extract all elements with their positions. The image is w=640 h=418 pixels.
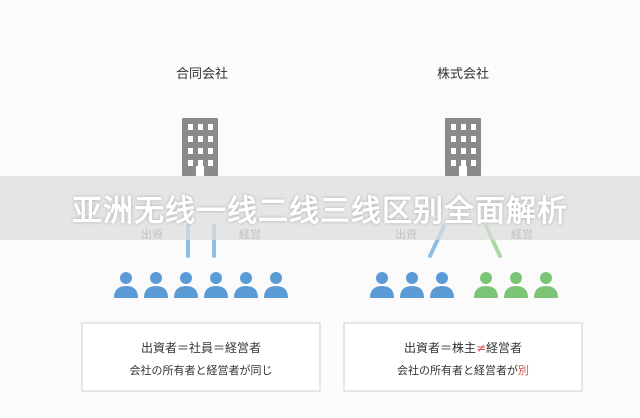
person-icon: [114, 272, 138, 298]
person-icon: [204, 272, 228, 298]
building-door: [459, 166, 467, 176]
person-body: [234, 286, 258, 298]
left-people-row: [114, 272, 288, 298]
right-box-line2: 会社の所有者と経営者が別: [397, 363, 529, 377]
building-window: [461, 160, 466, 166]
right-box-line1: 出資者＝株主≠経営者: [404, 340, 522, 355]
building-window: [188, 148, 193, 154]
banner-title: 亚洲无线一线二线三线区别全面解析: [72, 194, 568, 229]
person-body: [264, 286, 288, 298]
person-body: [144, 286, 168, 298]
right-box-line2-prefix: 会社の所有者と経営者が: [397, 363, 518, 377]
person-body: [114, 286, 138, 298]
building-window: [198, 124, 203, 130]
right-building-icon: [445, 118, 481, 176]
left-box-line2: 会社の所有者と経営者が同じ: [130, 363, 273, 377]
person-icon: [430, 272, 454, 298]
person-body: [534, 286, 558, 298]
person-head: [180, 272, 192, 284]
building-window: [471, 148, 476, 154]
person-body: [174, 286, 198, 298]
building-window: [451, 136, 456, 142]
person-head: [406, 272, 418, 284]
person-head: [480, 272, 492, 284]
building-window: [451, 148, 456, 154]
building-window: [198, 160, 203, 166]
person-icon: [474, 272, 498, 298]
left-box-line1: 出資者＝社員＝経営者: [141, 340, 261, 355]
person-icon: [370, 272, 394, 298]
left-heading: 合同会社: [176, 66, 228, 82]
person-head: [270, 272, 282, 284]
person-head: [510, 272, 522, 284]
building-window: [461, 148, 466, 154]
building-window: [451, 124, 456, 130]
person-head: [120, 272, 132, 284]
building-window: [471, 136, 476, 142]
building-window: [188, 136, 193, 142]
building-window: [198, 148, 203, 154]
building-window: [208, 136, 213, 142]
building-window: [188, 124, 193, 130]
person-icon: [174, 272, 198, 298]
building-window: [471, 124, 476, 130]
right-heading: 株式会社: [437, 66, 489, 82]
right-box-line2-different: 別: [518, 364, 529, 377]
person-body: [430, 286, 454, 298]
left-building-icon: [182, 118, 218, 176]
person-body: [504, 286, 528, 298]
person-body: [400, 286, 424, 298]
person-body: [204, 286, 228, 298]
person-head: [150, 272, 162, 284]
building-window: [198, 136, 203, 142]
right-description-box: [343, 322, 583, 392]
person-icon: [144, 272, 168, 298]
building-window: [208, 160, 213, 166]
right-people-row: [370, 272, 558, 298]
person-head: [376, 272, 388, 284]
person-head: [540, 272, 552, 284]
right-box-line1-not-equal: ≠: [476, 341, 486, 355]
person-body: [474, 286, 498, 298]
person-head: [240, 272, 252, 284]
person-icon: [234, 272, 258, 298]
person-body: [370, 286, 394, 298]
building-door: [196, 166, 204, 176]
person-icon: [534, 272, 558, 298]
person-icon: [264, 272, 288, 298]
person-head: [436, 272, 448, 284]
person-head: [210, 272, 222, 284]
right-box-line1-prefix: 出資者＝株主: [404, 340, 476, 355]
building-window: [461, 124, 466, 130]
person-icon: [504, 272, 528, 298]
building-window: [471, 160, 476, 166]
building-window: [188, 160, 193, 166]
building-window: [208, 148, 213, 154]
title-banner: 亚洲无线一线二线三线区别全面解析: [0, 176, 640, 240]
building-window: [208, 124, 213, 130]
person-icon: [400, 272, 424, 298]
building-window: [461, 136, 466, 142]
building-window: [451, 160, 456, 166]
left-description-box: [81, 322, 321, 392]
right-box-line1-suffix: 経営者: [486, 341, 522, 355]
